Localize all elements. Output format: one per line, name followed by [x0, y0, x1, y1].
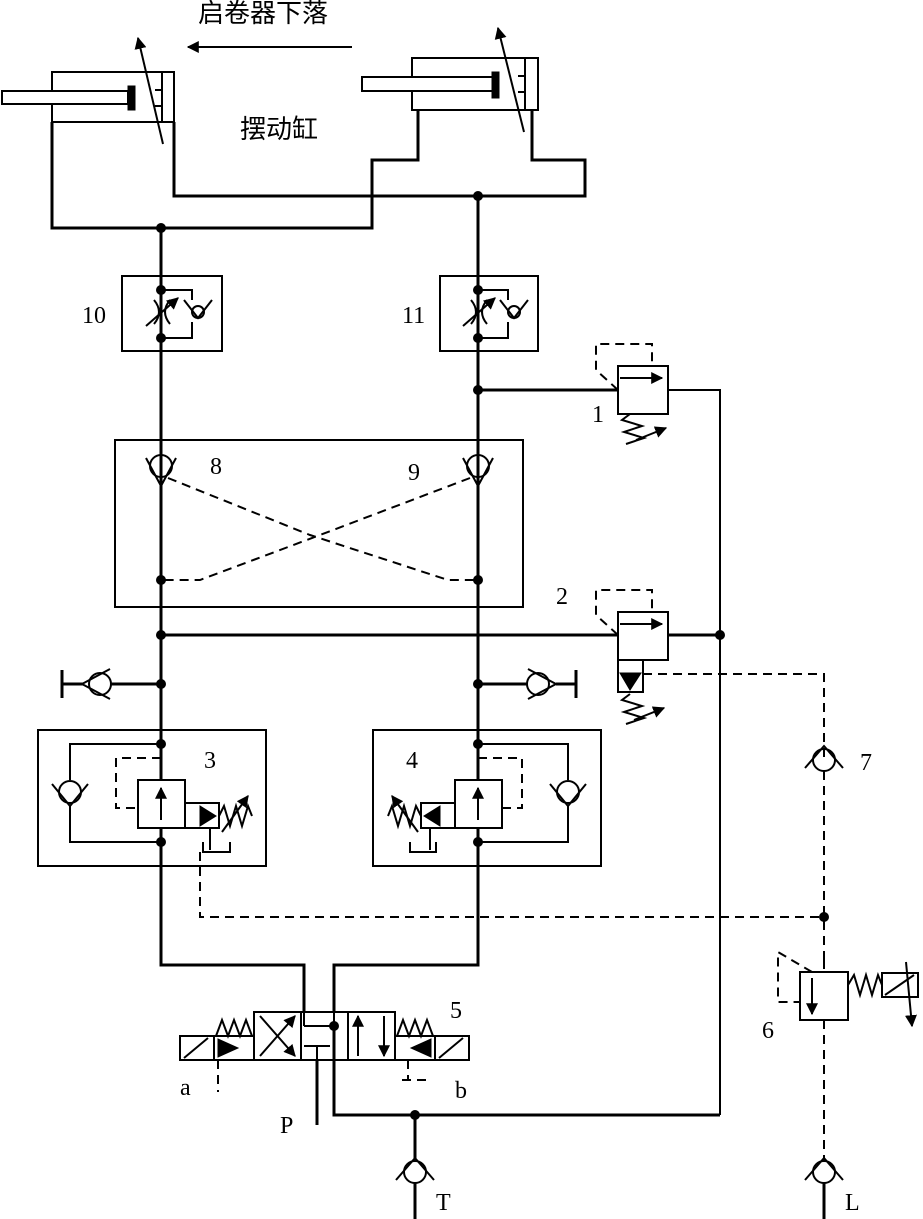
balance-valve-4 — [372, 729, 602, 867]
drain-check-valve-l — [804, 1156, 844, 1219]
reducing-valve-6 — [777, 950, 919, 1160]
throttle-check-valve-11 — [439, 275, 539, 352]
hydraulic-lock-8-9 — [114, 439, 524, 608]
label-valve-2: 2 — [556, 584, 568, 610]
balance-valve-3 — [37, 729, 267, 867]
label-valve-8: 8 — [210, 454, 222, 480]
swing-cylinder-label: 摆动缸 — [240, 115, 318, 145]
label-valve-6: 6 — [762, 1018, 774, 1044]
check-valve-7 — [804, 744, 844, 960]
swing-cylinder-right — [361, 26, 539, 133]
tank-check-valve — [395, 1156, 435, 1219]
label-valve-1: 1 — [592, 402, 604, 428]
label-valve-3: 3 — [204, 748, 216, 774]
test-port-left — [60, 668, 166, 700]
directional-valve-5 — [179, 1011, 470, 1092]
label-port-a: a — [180, 1075, 191, 1101]
label-port-b: b — [455, 1078, 467, 1104]
label-valve-5: 5 — [450, 998, 462, 1024]
label-valve-11: 11 — [402, 303, 425, 329]
relief-valve-2 — [595, 589, 825, 762]
relief-valve-1 — [473, 343, 721, 1115]
label-port-p: P — [280, 1113, 293, 1139]
label-valve-10: 10 — [82, 303, 106, 329]
label-valve-7: 7 — [860, 750, 872, 776]
label-valve-4: 4 — [406, 748, 418, 774]
test-port-right — [473, 668, 578, 700]
label-valve-9: 9 — [408, 460, 420, 486]
throttle-check-valve-10 — [121, 275, 223, 352]
swing-cylinder-left — [1, 36, 175, 145]
label-port-t: T — [436, 1190, 451, 1216]
direction-label: 启卷器下落 — [198, 0, 328, 29]
label-port-l: L — [845, 1190, 860, 1216]
